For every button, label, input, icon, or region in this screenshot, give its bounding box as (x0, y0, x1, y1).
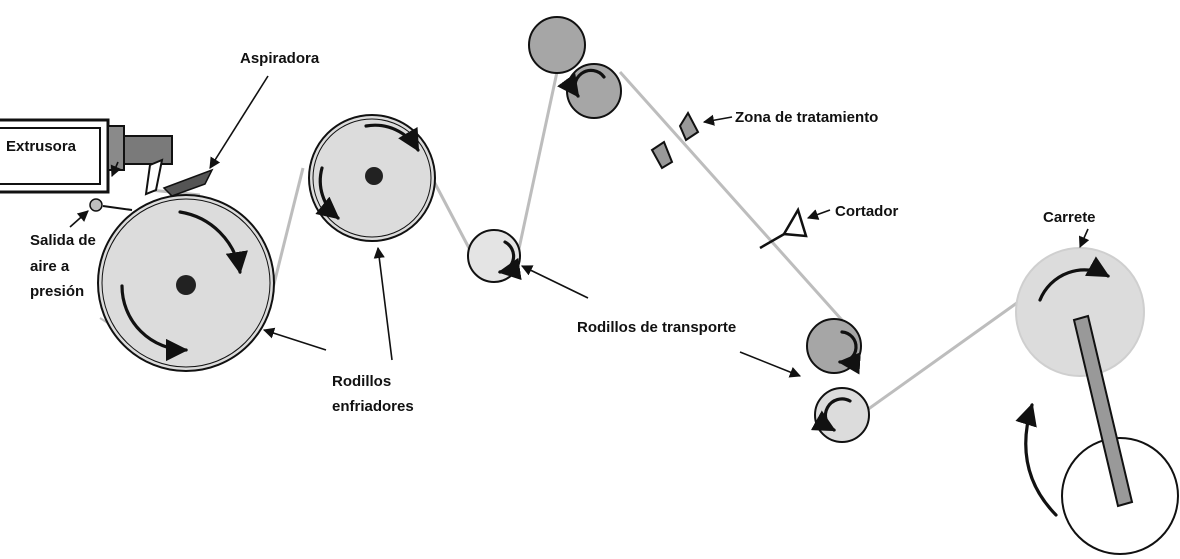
vacuum-nozzle (162, 168, 214, 197)
second-chill-roller (308, 114, 436, 242)
label-salida-line2: aire a (30, 258, 70, 275)
extruder (0, 118, 173, 196)
label-rodillos-enfriadores-line2: enfriadores (332, 398, 414, 415)
cutter (759, 206, 808, 250)
small-transport-roller-1 (467, 229, 522, 283)
label-cortador: Cortador (835, 203, 898, 220)
pointer-lines (69, 75, 1090, 378)
label-rodillos-enfriadores-line1: Rodillos (332, 373, 391, 390)
reel (1015, 247, 1179, 555)
label-extrusora: Extrusora (6, 138, 77, 155)
label-carrete: Carrete (1043, 209, 1096, 226)
label-zona-tratamiento: Zona de tratamiento (735, 109, 878, 126)
label-salida-line1: Salida de (30, 232, 96, 249)
treatment-zone-electrodes (650, 110, 700, 170)
label-salida-line3: presión (30, 283, 84, 300)
top-roller-upper (528, 16, 586, 74)
transport-roller-upper (806, 318, 862, 375)
main-chill-roller (97, 194, 275, 372)
transport-roller-lower (810, 387, 870, 443)
label-rodillos-transporte: Rodillos de transporte (577, 319, 736, 336)
label-aspiradora: Aspiradora (240, 50, 320, 67)
top-roller-lower (557, 63, 622, 119)
air-outlet (89, 198, 133, 212)
